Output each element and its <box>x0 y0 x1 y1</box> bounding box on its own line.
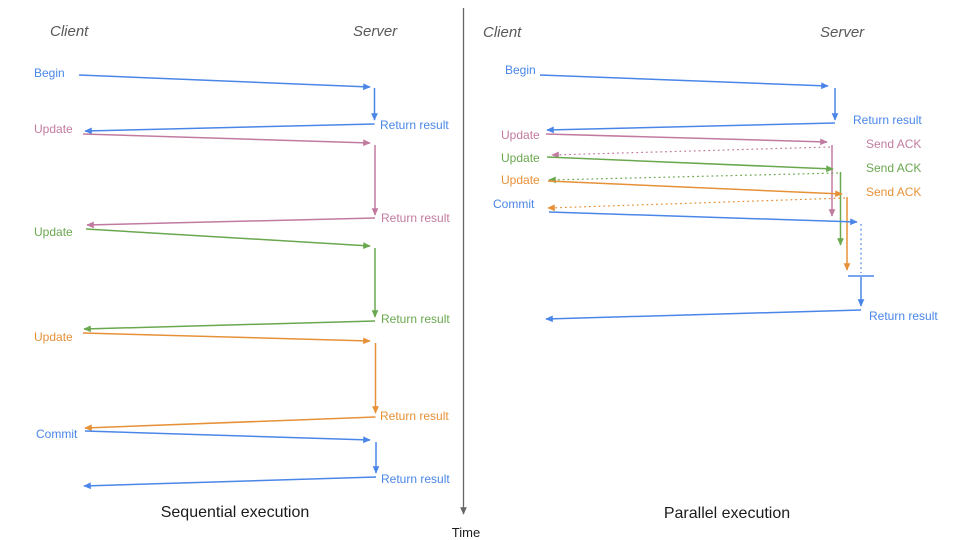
par-return2-label: Return result <box>869 309 938 323</box>
seq-update1-request <box>82 133 371 147</box>
par-caption: Parallel execution <box>664 505 790 522</box>
par-return2 <box>545 309 862 323</box>
par-ack1-label: Send ACK <box>866 137 921 151</box>
par-begin-request <box>539 74 829 90</box>
seq-commit-label: Commit <box>36 427 78 441</box>
par-commit-request <box>548 211 858 226</box>
par-ack1 <box>551 146 831 159</box>
seq-return1 <box>84 123 375 135</box>
seq-return3-label: Return result <box>381 312 450 326</box>
seq-update2-label: Update <box>34 225 73 239</box>
par-update3-request <box>547 180 843 198</box>
arrows-layer <box>78 74 874 490</box>
par-ack3 <box>547 197 846 212</box>
par-ack2 <box>548 172 839 184</box>
time-axis-group: Time <box>452 8 480 540</box>
seq-server-header: Server <box>353 23 398 40</box>
headers-layer: Client Server Client Server <box>50 23 865 41</box>
seq-commit-request <box>84 430 371 444</box>
seq-begin-request <box>78 74 371 91</box>
par-server-header: Server <box>820 24 865 41</box>
par-client-header: Client <box>483 24 522 41</box>
par-ack3-label: Send ACK <box>866 185 921 199</box>
seq-update3-request <box>82 332 371 345</box>
captions-layer: Sequential execution Parallel execution <box>161 504 790 522</box>
seq-update1-label: Update <box>34 122 73 136</box>
seq-return2 <box>86 217 376 229</box>
par-begin-label: Begin <box>505 63 536 77</box>
seq-update3-label: Update <box>34 330 73 344</box>
par-update1-request <box>545 133 828 146</box>
seq-return3 <box>83 320 376 333</box>
par-ack2-label: Send ACK <box>866 161 921 175</box>
par-return1-label: Return result <box>853 113 922 127</box>
par-update3-label: Update <box>501 173 540 187</box>
seq-return4-label: Return result <box>380 409 449 423</box>
seq-return2-label: Return result <box>381 211 450 225</box>
seq-return5-label: Return result <box>381 472 450 486</box>
seq-update2-request <box>85 228 371 249</box>
par-update2-label: Update <box>501 151 540 165</box>
par-update1-label: Update <box>501 128 540 142</box>
par-return1 <box>546 122 836 134</box>
seq-caption: Sequential execution <box>161 504 310 521</box>
seq-begin-label: Begin <box>34 66 65 80</box>
seq-client-header: Client <box>50 23 89 40</box>
par-commit-label: Commit <box>493 197 535 211</box>
par-update2-request <box>546 156 834 173</box>
time-axis-label: Time <box>452 525 480 540</box>
seq-return1-label: Return result <box>380 118 449 132</box>
seq-return4 <box>84 416 376 432</box>
seq-return5 <box>83 476 377 490</box>
